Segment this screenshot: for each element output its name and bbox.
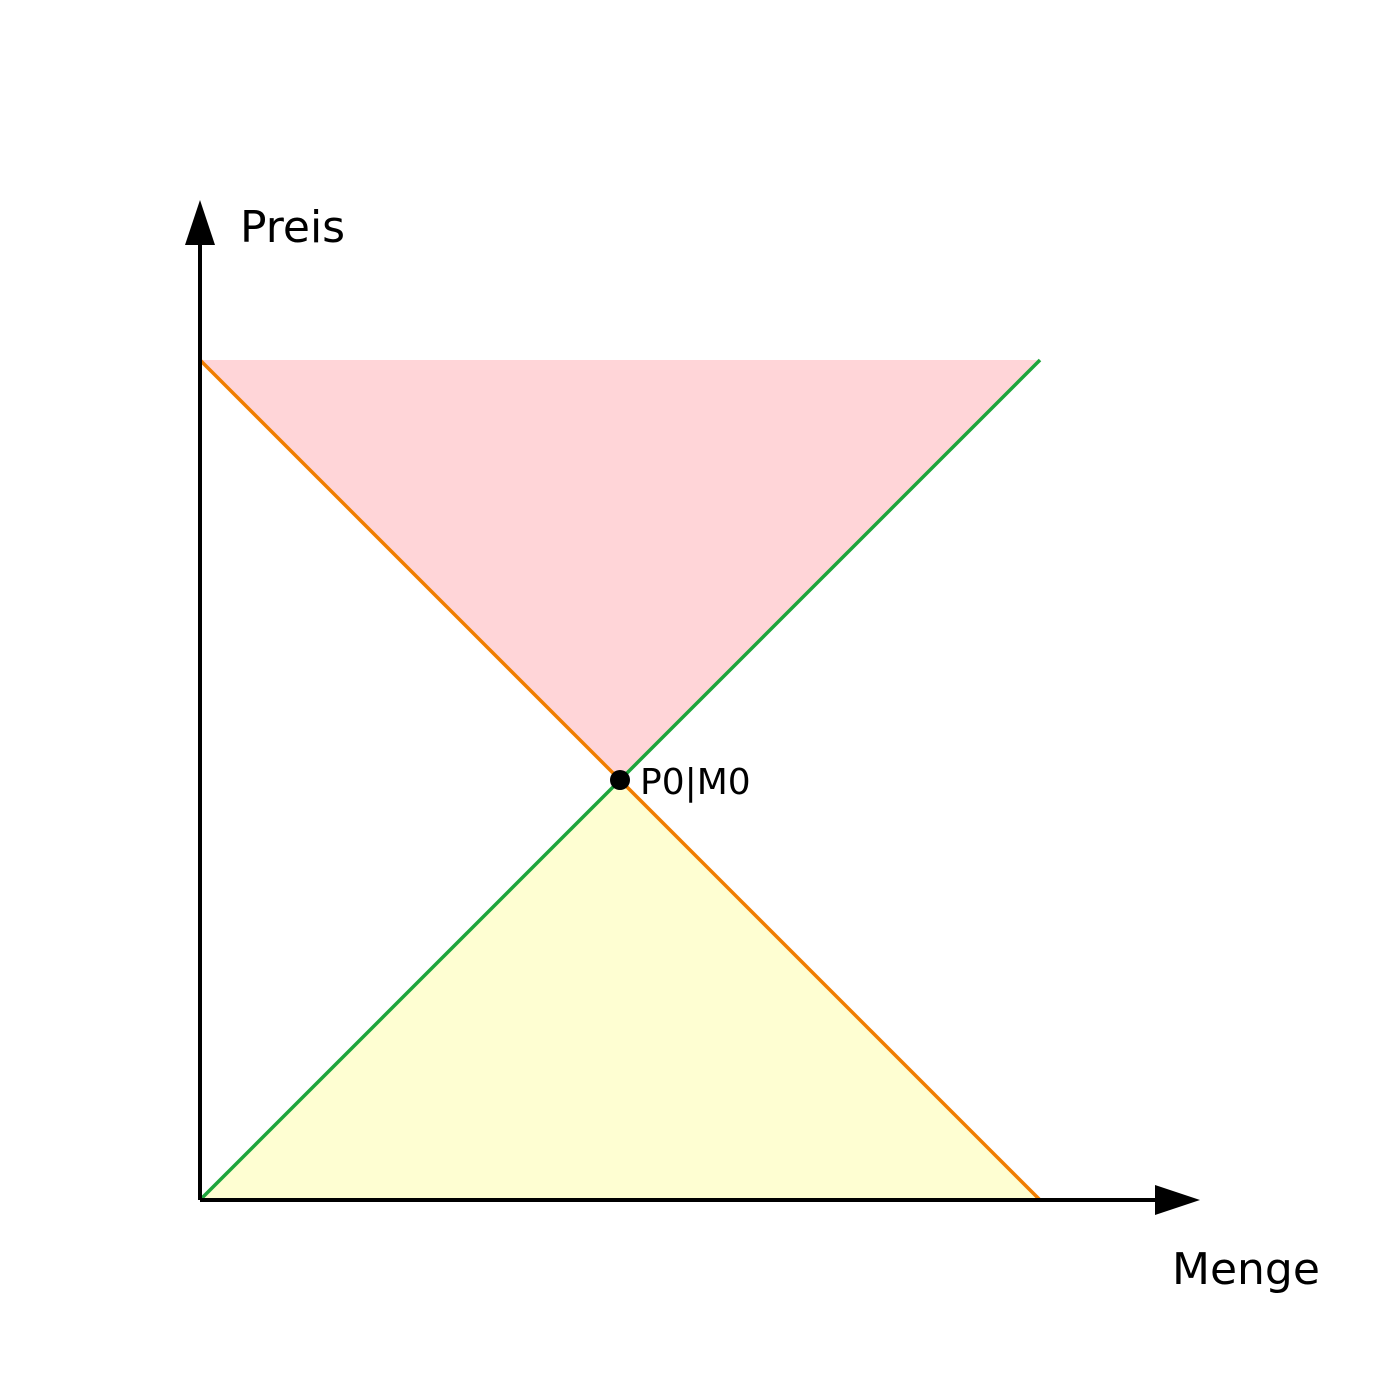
- y-axis-arrow-icon: [185, 200, 215, 245]
- equilibrium-label: P0|M0: [640, 762, 751, 803]
- areas-layer: [200, 360, 1040, 1200]
- points-layer: P0|M0: [610, 762, 751, 803]
- x-axis-arrow-icon: [1155, 1185, 1200, 1215]
- area-upper: [200, 360, 1040, 780]
- area-lower: [200, 780, 1040, 1200]
- y-axis-label: Preis: [240, 202, 345, 253]
- equilibrium-point: [610, 770, 630, 790]
- x-axis-label: Menge: [1172, 1244, 1320, 1295]
- axes-layer: Preis Menge: [185, 200, 1320, 1295]
